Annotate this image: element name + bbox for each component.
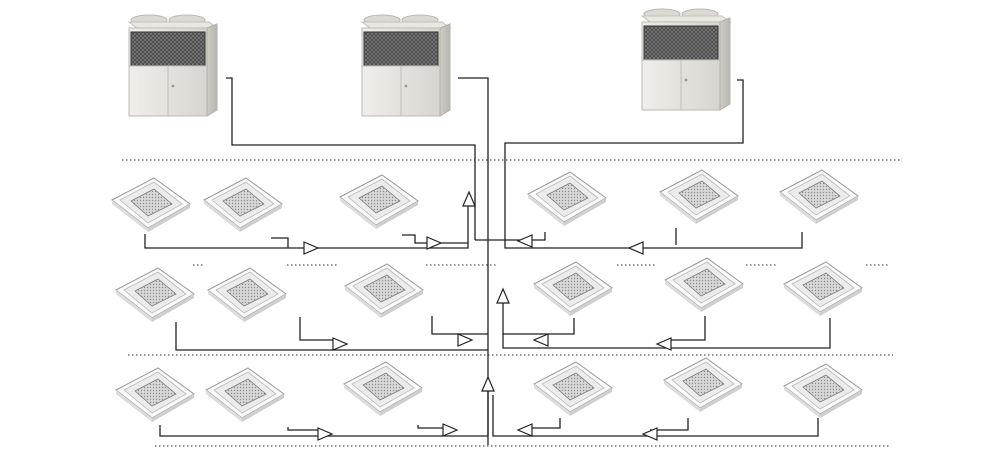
cassette-unit-icon <box>115 267 195 323</box>
cassette-unit-icon <box>203 177 283 233</box>
cassette-unit-icon <box>659 169 739 225</box>
flow-arrow-icon <box>517 234 533 248</box>
refrigerant-piping <box>144 77 831 445</box>
outdoor-units <box>128 8 731 117</box>
flow-arrow-icon <box>426 236 442 250</box>
cassette-unit-icon <box>783 261 863 317</box>
flow-arrow-icon <box>462 191 476 207</box>
outdoor-unit-left-icon <box>128 14 218 117</box>
flow-arrow-icon <box>457 333 473 347</box>
cassette-unit-icon <box>205 367 285 423</box>
outdoor-unit-center-icon <box>361 14 451 117</box>
flow-arrow-icon <box>496 288 510 304</box>
cassette-unit-icon <box>343 361 423 417</box>
cassette-unit-icon <box>344 263 424 319</box>
flow-arrow-icon <box>442 423 458 437</box>
cassette-unit-icon <box>533 361 613 417</box>
flow-arrow-icon <box>303 241 319 255</box>
flow-arrow-icon <box>533 333 549 347</box>
cassette-unit-icon <box>664 257 744 313</box>
cassette-unit-icon <box>527 171 607 227</box>
cassette-unit-icon <box>111 177 191 233</box>
floor-2-indoor-units <box>115 257 863 323</box>
cassette-unit-icon <box>339 174 419 230</box>
flow-arrow-icon <box>517 423 533 437</box>
pipe-outdoor-center-main <box>458 77 489 445</box>
cassette-unit-icon <box>207 267 287 323</box>
cassette-unit-icon <box>533 261 613 317</box>
cassette-unit-icon <box>779 169 859 225</box>
cassette-unit-icon <box>663 357 743 413</box>
cassette-unit-icon <box>115 367 195 423</box>
pipe-outdoor-left <box>226 77 476 240</box>
flow-arrow-icon <box>628 241 644 255</box>
floor-dividers <box>122 159 900 447</box>
cassette-unit-icon <box>783 363 863 419</box>
floor-1-indoor-units <box>111 169 859 233</box>
pipe-outdoor-right <box>504 79 744 240</box>
outdoor-unit-right-icon <box>641 8 731 111</box>
flow-arrow-icon <box>332 337 348 351</box>
flow-arrow-icon <box>317 427 333 441</box>
flow-arrow-icon <box>481 376 495 392</box>
